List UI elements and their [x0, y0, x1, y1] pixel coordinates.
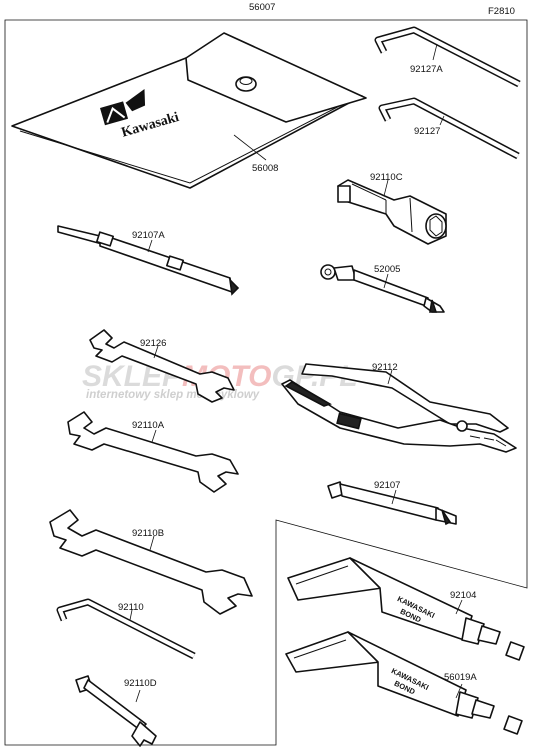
- hex-key-92127: [378, 97, 520, 160]
- part-number-92110: 92110: [118, 602, 144, 613]
- part-number-52005: 52005: [374, 264, 400, 275]
- part-number-92126: 92126: [140, 338, 166, 349]
- part-number-92112: 92112: [372, 362, 398, 373]
- plug-wrench-92110c: [337, 179, 447, 245]
- part-number-56019a: 56019A: [444, 672, 477, 683]
- double-driver-92107a: [57, 225, 240, 296]
- assembly-part-number: 56007: [249, 2, 275, 13]
- plug-handle-driver-52005: [320, 264, 445, 313]
- open-end-wrench-92110b: [49, 509, 253, 615]
- part-number-92107: 92107: [374, 480, 400, 491]
- open-end-wrench-92126: [89, 329, 235, 403]
- open-end-wrench-92110a: [67, 411, 239, 493]
- part-number-92110b: 92110B: [132, 528, 164, 539]
- part-number-56008: 56008: [252, 163, 278, 174]
- part-number-92107a: 92107A: [132, 230, 165, 241]
- bond-tube-56019a: KAWASAKI BOND: [285, 631, 523, 735]
- hex-wrench-92110: [56, 598, 196, 660]
- hex-key-92127a: [374, 26, 521, 88]
- part-number-92110d: 92110D: [124, 678, 157, 689]
- part-number-92127a: 92127A: [410, 64, 443, 75]
- part-number-92127: 92127: [414, 126, 440, 137]
- part-number-92110c: 92110C: [370, 172, 403, 183]
- part-number-92104: 92104: [450, 590, 476, 601]
- watermark-tagline: internetowy sklep motocyklowy: [86, 389, 260, 401]
- spoke-wrench-92110d: [75, 675, 157, 747]
- bond-tube-92104: KAWASAKI BOND: [287, 557, 525, 661]
- assembly-bracket: [4, 19, 528, 746]
- slip-joint-pliers-92112: [281, 363, 517, 453]
- figure-code: F2810: [488, 6, 515, 17]
- tool-pouch: Kawasaki: [11, 32, 367, 189]
- part-number-92110a: 92110A: [132, 420, 165, 431]
- screwdriver-92107: [327, 481, 457, 526]
